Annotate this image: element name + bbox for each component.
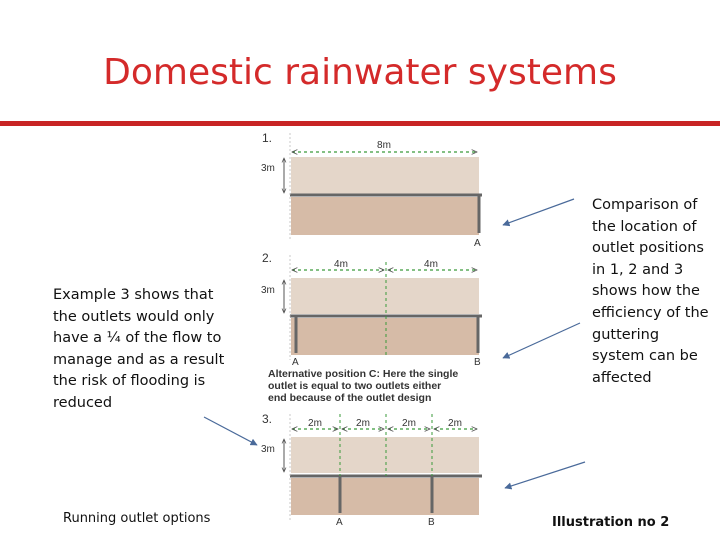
panel-3-segment-label: 2m (356, 418, 370, 429)
panel-2-upper-wall (291, 278, 479, 314)
panel-2-caption-line-1: Alternative position C: Here the single (268, 368, 458, 380)
panel-2-outlet-b: B (474, 357, 481, 368)
panel-2-right-width-label: 4m (424, 259, 438, 270)
panel-3-segment-label: 2m (448, 418, 462, 429)
callout-arrow-panel-1 (502, 198, 575, 227)
panel-2: 2. 4m 4m 3m A B Alternative position C: … (261, 251, 482, 404)
panel-1: 1. 8m 3m A (261, 131, 482, 249)
comparison-note: Comparison of the location of outlet pos… (592, 197, 709, 386)
panel-2-caption-line-3: end because of the outlet design (268, 392, 431, 404)
panel-1-number: 1. (262, 131, 272, 145)
panel-3-upper-wall (291, 437, 479, 473)
panel-3-outlet-b: B (428, 517, 435, 528)
panel-3: 3. 2m 2m 2m 2m 3m A B (261, 412, 482, 528)
panel-3-number: 3. (262, 412, 272, 426)
panel-2-caption-line-2: outlet is equal to two outlets either (268, 380, 441, 392)
panel-2-outlet-a: A (292, 357, 299, 368)
panel-3-height-label: 3m (261, 444, 275, 455)
panel-2-lower-wall (291, 318, 479, 355)
panel-3-outlet-a: A (336, 517, 343, 528)
panel-1-outlet-a: A (474, 238, 481, 249)
panel-3-lower-wall (291, 478, 479, 515)
panel-1-width-label: 8m (377, 140, 391, 151)
panel-2-left-width-label: 4m (334, 259, 348, 270)
panel-1-height-label: 3m (261, 163, 275, 174)
example-3-note: Example 3 shows that the outlets would o… (53, 287, 225, 411)
callout-arrow-panel-3 (504, 461, 586, 490)
callout-arrow-example-3 (203, 416, 258, 446)
panel-1-upper-wall (291, 157, 479, 195)
panel-2-number: 2. (262, 251, 272, 265)
panel-3-segment-label: 2m (402, 418, 416, 429)
panel-3-segment-label: 2m (308, 418, 322, 429)
panel-2-height-label: 3m (261, 285, 275, 296)
running-outlet-options-label: Running outlet options (63, 511, 211, 526)
panel-1-lower-wall (291, 197, 479, 235)
illustration-label: Illustration no 2 (552, 515, 670, 530)
slide-title: Domestic rainwater systems (103, 52, 617, 93)
title-divider (0, 121, 720, 126)
callout-arrow-panel-2 (502, 322, 581, 359)
